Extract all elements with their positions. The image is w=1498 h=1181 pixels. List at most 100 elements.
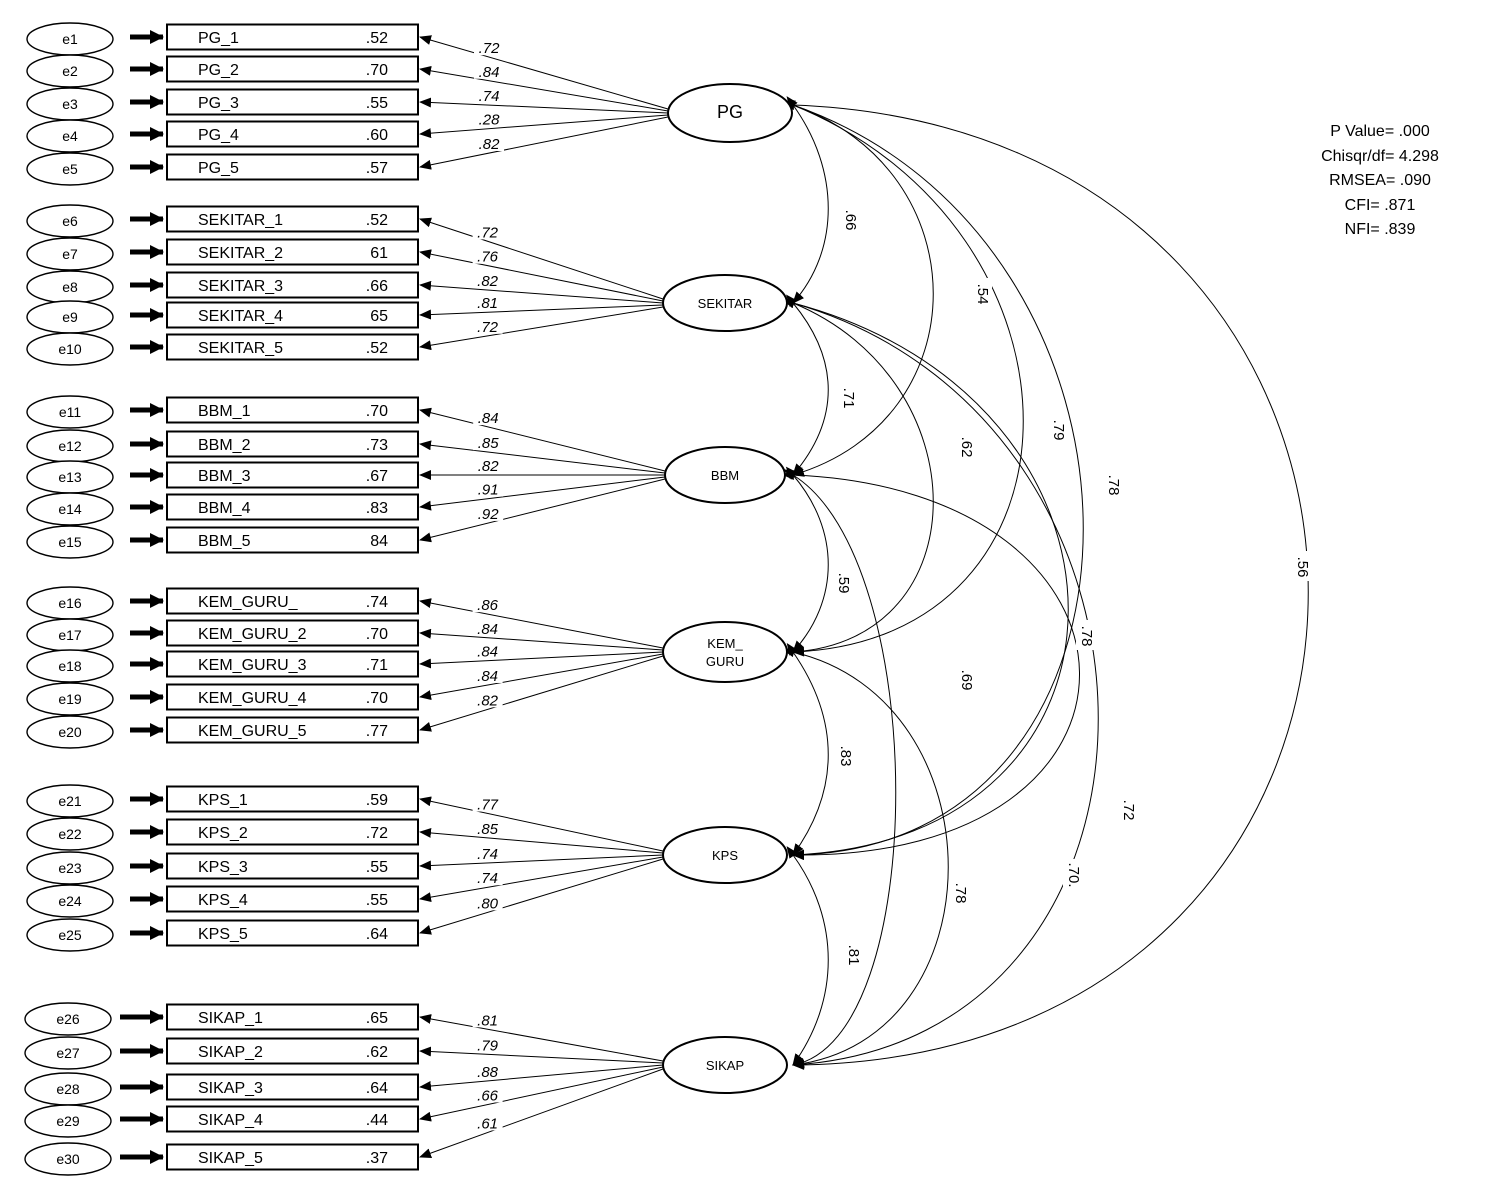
latent-label: SIKAP — [706, 1058, 744, 1073]
indicator-r2: .55 — [366, 95, 388, 112]
loading-path — [419, 407, 666, 472]
loading-label: .84 — [479, 64, 500, 81]
loading-label-bg — [474, 135, 504, 151]
correlation-label-bg — [956, 664, 976, 694]
loading-label-bg — [472, 223, 503, 240]
correlation-label-bg — [843, 939, 863, 969]
indicator-r2: .52 — [366, 30, 388, 47]
indicator-box — [166, 271, 419, 299]
indicator-name: KPS_5 — [198, 926, 248, 943]
loading-path — [419, 306, 664, 351]
loading-path — [419, 1066, 664, 1122]
loading-label: .72 — [477, 319, 499, 336]
loading-label-bg — [472, 869, 503, 886]
error-label: e2 — [62, 63, 78, 79]
loading-label-bg — [472, 317, 503, 334]
loading-label-bg — [472, 1036, 503, 1053]
latent-label: KPS — [712, 848, 738, 863]
loading-label: .91 — [478, 482, 499, 499]
loading-label-bg — [472, 795, 503, 812]
latent-bbm: BBM — [664, 446, 786, 504]
indicator-r2: .59 — [366, 792, 388, 809]
indicator-name: SEKITAR_1 — [198, 212, 283, 229]
correlation-pg-sekitar — [786, 96, 829, 304]
error-term — [26, 54, 114, 88]
loading-label-bg — [473, 434, 504, 451]
error-term — [26, 237, 114, 271]
latent-sikap: SIKAP — [662, 1036, 788, 1094]
correlation-label-bg — [950, 877, 970, 907]
error-term — [26, 682, 114, 716]
latent-ellipse — [662, 621, 788, 683]
indicator-name: PG_3 — [198, 95, 239, 112]
loading-path — [419, 628, 664, 651]
fit-chisqr-df: Chisqr/df= 4.298 — [1321, 147, 1439, 165]
error-label: e6 — [62, 213, 78, 229]
loading-label-bg — [472, 272, 503, 289]
correlation-label-bg — [1292, 551, 1312, 581]
error-label: e12 — [58, 438, 82, 454]
loading-label: .74 — [479, 88, 500, 105]
indicator-name: KPS_1 — [198, 792, 248, 809]
loading-label: .81 — [477, 295, 498, 312]
latent-label: PG — [717, 102, 743, 122]
indicator-r2: .57 — [366, 160, 388, 177]
error-label: e1 — [62, 31, 78, 47]
indicator-r2: .44 — [366, 1112, 388, 1129]
loading-label: .72 — [479, 40, 501, 57]
loading-label: .80 — [477, 895, 499, 912]
loading-path — [419, 304, 664, 320]
latent-ellipse — [664, 446, 786, 504]
loading-label: .86 — [477, 597, 499, 614]
indicator-box — [166, 301, 419, 329]
loading-path — [419, 97, 669, 114]
indicator-r2: 84 — [370, 533, 388, 550]
indicator-name: KPS_4 — [198, 892, 248, 909]
correlation-label: .78 — [1078, 626, 1095, 647]
indicator-r2: .77 — [366, 723, 388, 740]
indicator-box — [166, 619, 419, 647]
indicator-name: SEKITAR_5 — [198, 340, 283, 357]
latent-sekitar: SEKITAR — [662, 274, 788, 332]
loading-label-bg — [472, 894, 503, 911]
error-term — [26, 817, 114, 851]
error-term — [26, 152, 114, 186]
indicator-box — [166, 120, 419, 148]
loading-path — [419, 476, 666, 511]
indicator-box — [166, 333, 419, 361]
correlation-label-bg — [1076, 620, 1096, 650]
indicator-box — [166, 885, 419, 913]
indicator-box — [166, 493, 419, 521]
loading-label: .92 — [478, 506, 500, 523]
correlation-label: .56 — [1294, 557, 1311, 578]
loading-label-bg — [472, 1062, 503, 1079]
loading-label: .76 — [477, 249, 499, 266]
correlation-label: .62 — [958, 437, 975, 458]
loading-label: .77 — [477, 797, 499, 814]
loading-path — [419, 65, 669, 112]
indicator-name: KPS_2 — [198, 825, 248, 842]
latent-label: KEM_ — [707, 636, 743, 651]
indicator-box — [166, 396, 419, 424]
loading-label-bg — [472, 294, 503, 311]
loading-label-bg — [472, 844, 503, 861]
loading-label-bg — [474, 87, 504, 104]
loading-path — [419, 217, 664, 300]
indicator-box — [166, 1105, 419, 1133]
fit-nfi: NFI= .839 — [1344, 221, 1416, 238]
latent-kem-guru: KEM_GURU — [662, 621, 788, 683]
error-term — [24, 1036, 112, 1070]
indicator-r2: .70 — [366, 626, 388, 643]
correlation-label-bg — [1118, 794, 1138, 824]
loading-path — [419, 440, 666, 474]
loading-path — [419, 598, 664, 649]
indicator-box — [166, 852, 419, 880]
